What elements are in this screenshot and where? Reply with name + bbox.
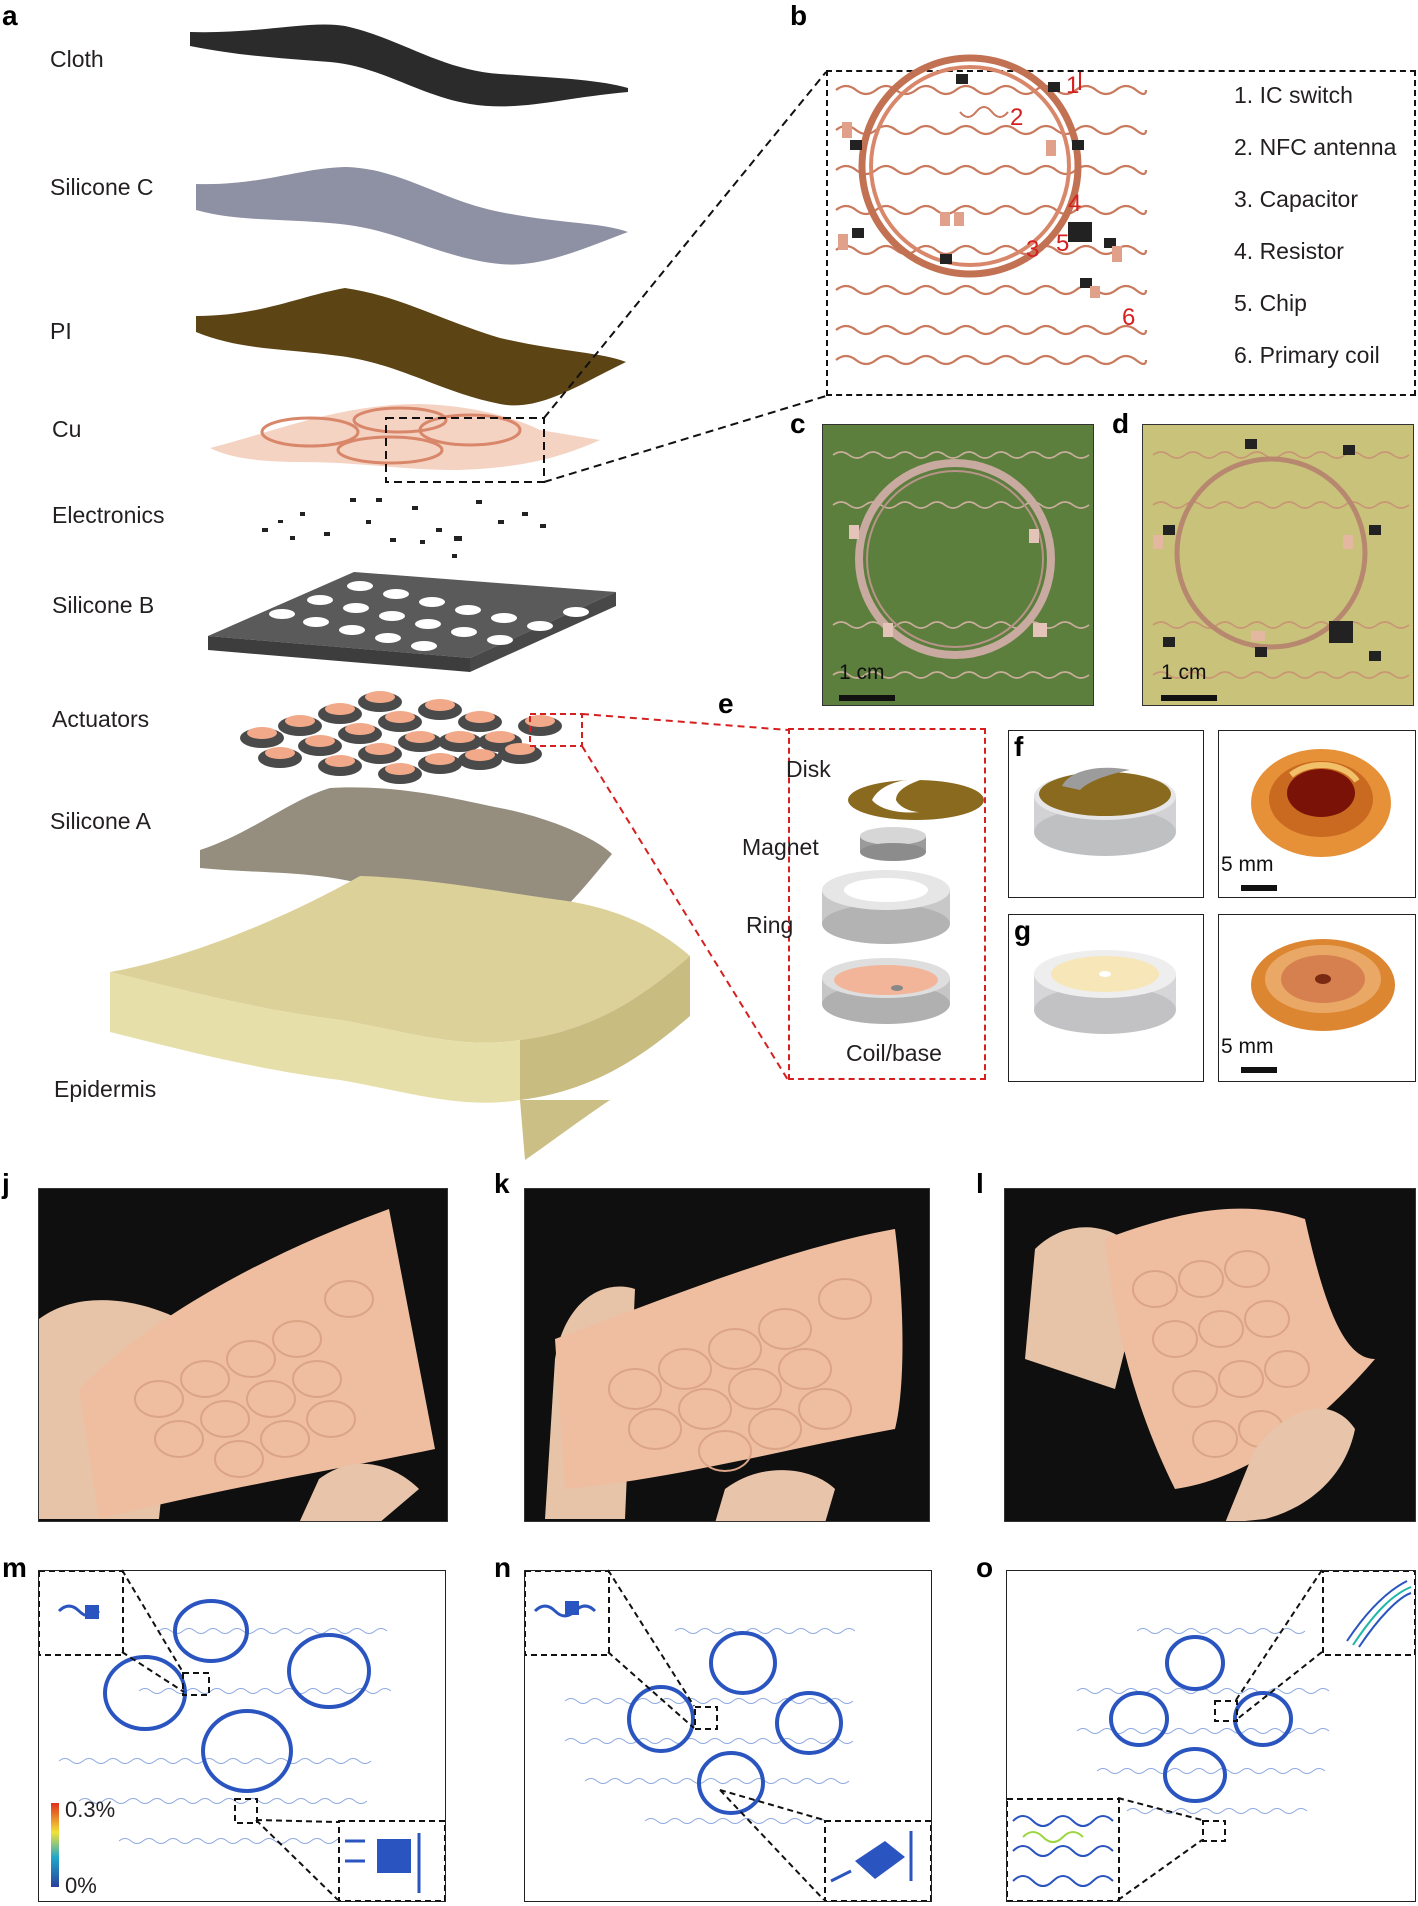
panel-letter-g: g — [1014, 915, 1032, 946]
panel-letter-j: j — [2, 1168, 10, 1199]
panel-g-box — [1008, 914, 1204, 1082]
panel-o-box — [1006, 1570, 1416, 1902]
cu-layer — [210, 404, 600, 470]
panel-letter-n: n — [494, 1552, 512, 1583]
component-legend-2: 2. NFC antenna — [1234, 134, 1397, 160]
panel-c-scale-label: 1 cm — [839, 661, 885, 684]
part-label-coil-base: Coil/base — [846, 1040, 942, 1066]
marker-3: 3 — [1026, 236, 1040, 263]
component-legend-1: 1. IC switch — [1234, 82, 1353, 108]
panel-letter-m: m — [2, 1552, 27, 1583]
layer-label-electronics: Electronics — [52, 502, 165, 528]
panel-f-box — [1008, 730, 1204, 898]
panel-j-photo — [38, 1188, 448, 1522]
panel-d-scale-label: 1 cm — [1161, 661, 1207, 684]
electronics-layer — [262, 498, 546, 558]
panel-c-photo: 1 cm — [822, 424, 1094, 706]
panel-m-box: 0.3% 0% — [38, 1570, 446, 1902]
layer-label-cu: Cu — [52, 416, 82, 442]
marker-1: 1 — [1066, 72, 1080, 99]
panel-letter-o: o — [976, 1552, 994, 1583]
panel-h-box: 5 mm — [1218, 730, 1416, 898]
panel-letter-a: a — [2, 0, 18, 31]
pi-layer — [196, 288, 626, 406]
panel-e-box — [788, 728, 986, 1080]
panel-i-box: 5 mm — [1218, 914, 1416, 1082]
part-label-ring: Ring — [746, 912, 794, 938]
layer-label-cloth: Cloth — [50, 46, 104, 72]
panel-d-scale-bar — [1161, 695, 1217, 701]
panel-h-scale-label: 5 mm — [1221, 853, 1274, 876]
part-label-magnet: Magnet — [742, 834, 819, 860]
layer-label-silicone-a: Silicone A — [50, 808, 152, 834]
panel-letter-e: e — [718, 688, 734, 719]
marker-6: 6 — [1122, 304, 1136, 331]
component-legend-3: 3. Capacitor — [1234, 186, 1359, 212]
panel-c-scale-bar — [839, 695, 895, 701]
layer-label-epidermis: Epidermis — [54, 1076, 157, 1102]
ring-part — [822, 870, 950, 944]
panel-n-box — [524, 1570, 932, 1902]
panel-d-photo: 1 cm — [1142, 424, 1414, 706]
colorbar-max-label: 0.3% — [65, 1797, 116, 1822]
marker-2: 2 — [1010, 104, 1024, 131]
panel-letter-d: d — [1112, 408, 1130, 439]
layer-label-pi: PI — [50, 318, 72, 344]
epidermis-layer — [110, 876, 690, 1160]
layer-label-silicone-c: Silicone C — [50, 174, 154, 200]
component-legend-4: 4. Resistor — [1234, 238, 1344, 264]
component-legend-6: 6. Primary coil — [1234, 342, 1380, 368]
panel-letter-c: c — [790, 408, 806, 439]
panel-k-photo — [524, 1188, 930, 1522]
layer-label-silicone-b: Silicone B — [52, 592, 155, 618]
marker-5: 5 — [1056, 230, 1070, 257]
strain-colorbar — [51, 1803, 59, 1887]
panel-l-photo — [1004, 1188, 1416, 1522]
panel-letter-k: k — [494, 1168, 510, 1199]
part-label-disk: Disk — [786, 756, 831, 782]
magnet-part — [860, 827, 926, 861]
panel-b-box — [826, 70, 1416, 396]
marker-4: 4 — [1068, 190, 1082, 217]
cu-zoom-box — [385, 417, 545, 483]
panel-i-scale-bar — [1241, 1067, 1277, 1073]
coil-base-part — [822, 958, 950, 1024]
component-legend-5: 5. Chip — [1234, 290, 1307, 316]
silicone-c-layer — [196, 167, 628, 265]
panel-letter-b: b — [790, 0, 808, 31]
colorbar-min-label: 0% — [65, 1873, 97, 1898]
panel-i-scale-label: 5 mm — [1221, 1035, 1274, 1058]
silicone-b-layer — [208, 572, 616, 672]
panel-letter-l: l — [976, 1168, 984, 1199]
cloth-layer — [190, 24, 628, 107]
layer-label-actuators: Actuators — [52, 706, 150, 732]
panel-h-scale-bar — [1241, 885, 1277, 891]
panel-letter-f: f — [1014, 731, 1024, 762]
actuator-array — [240, 691, 583, 784]
